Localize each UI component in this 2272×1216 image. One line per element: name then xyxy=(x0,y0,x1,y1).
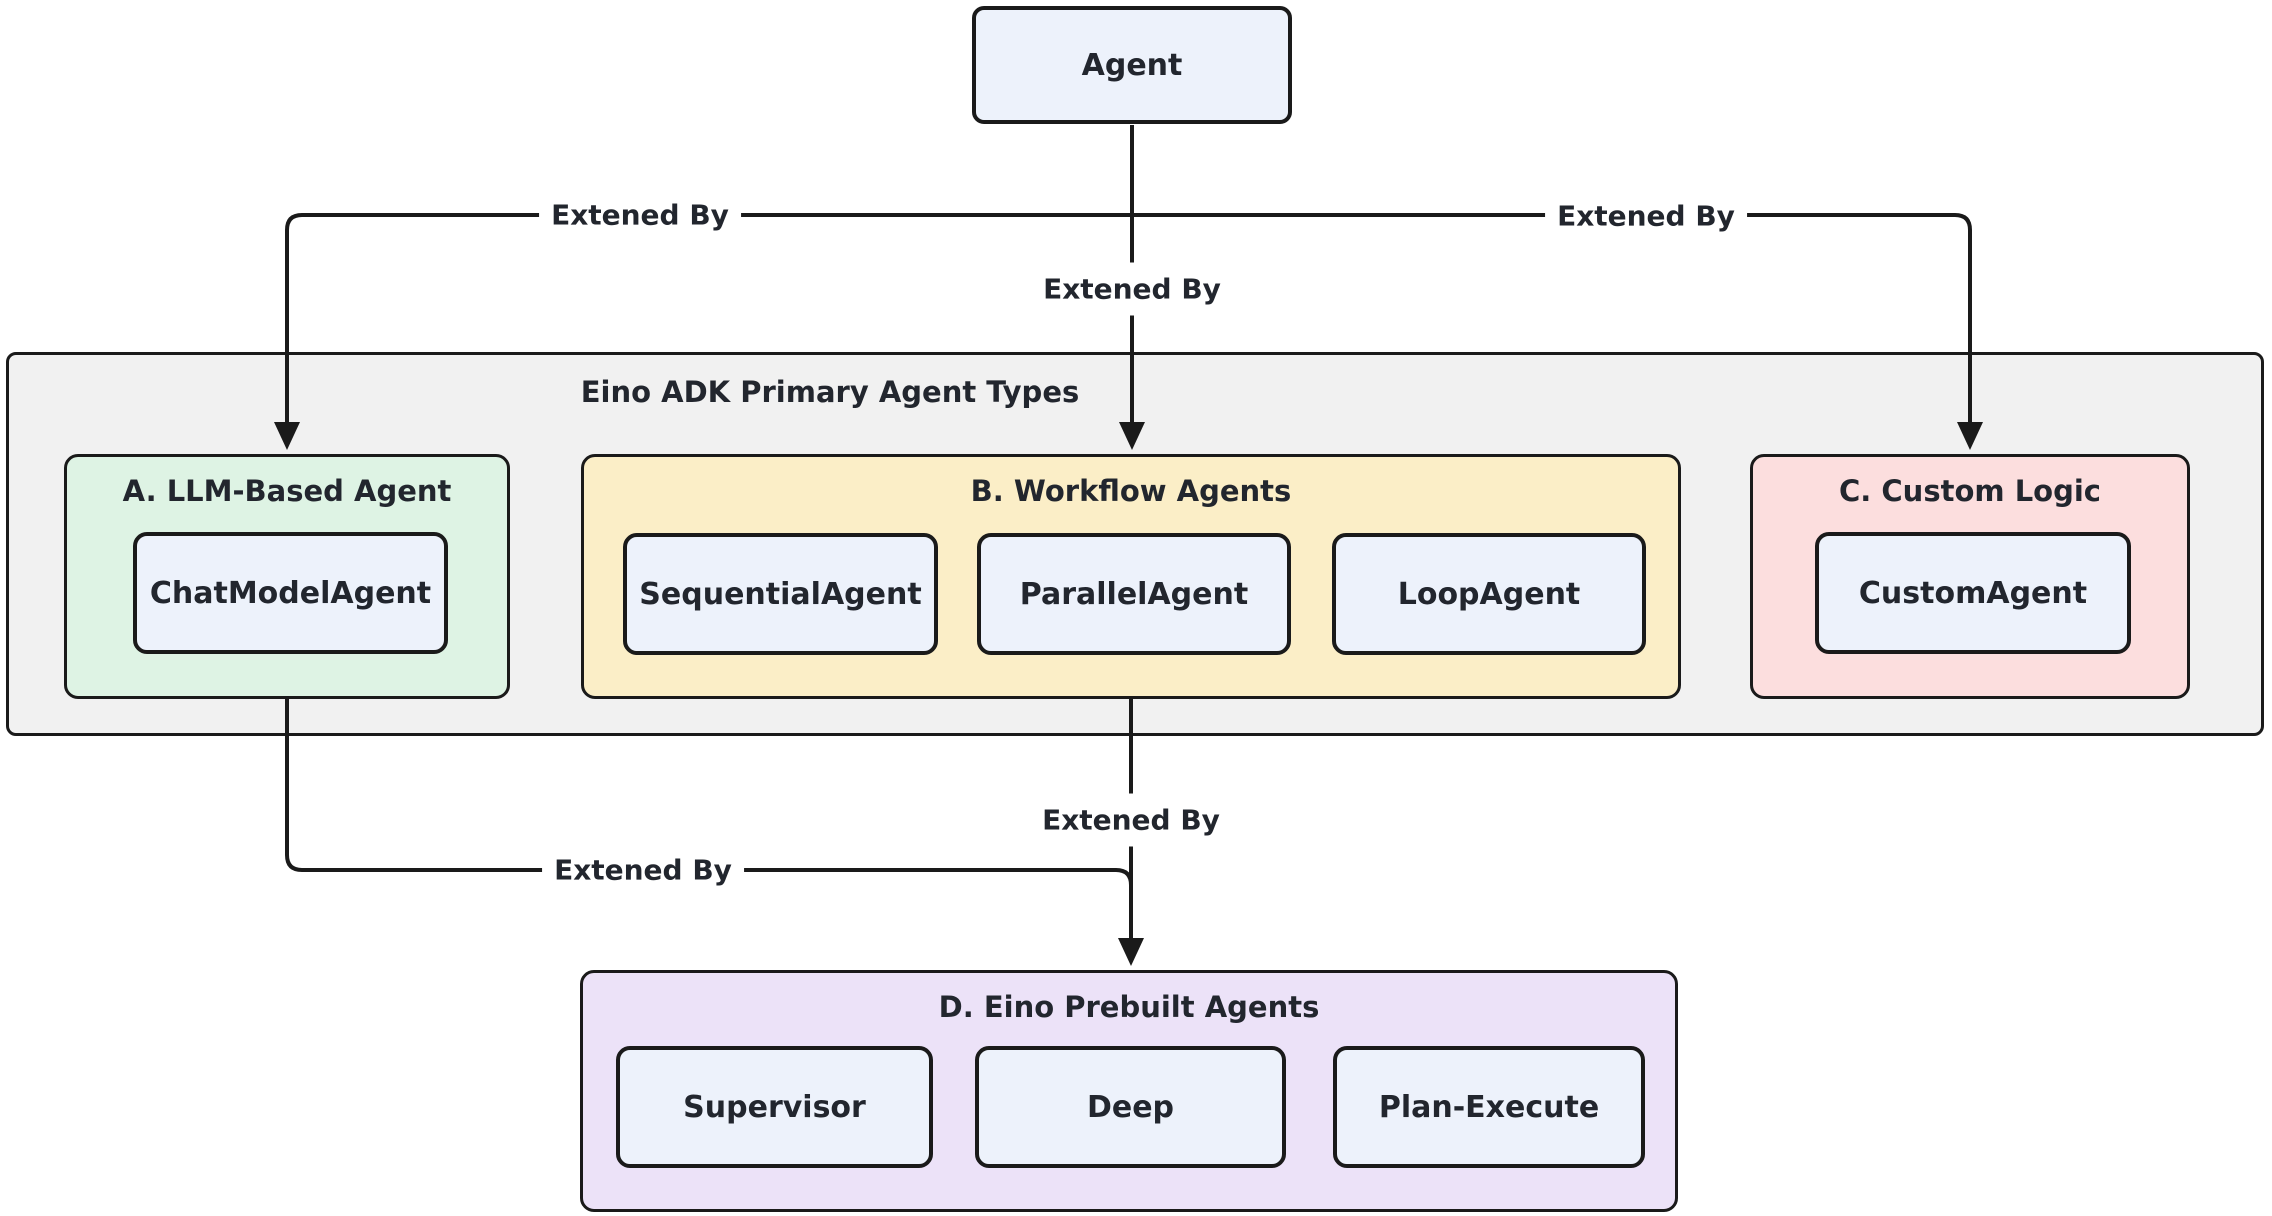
group-a-title: A. LLM-Based Agent xyxy=(122,474,452,508)
arrowhead-to-c-icon xyxy=(1957,422,1983,450)
container-title: Eino ADK Primary Agent Types xyxy=(580,375,1080,409)
group-b-title: B. Workflow Agents xyxy=(970,474,1292,508)
node-chatmodelagent: ChatModelAgent xyxy=(133,532,448,654)
group-custom-logic: C. Custom Logic CustomAgent xyxy=(1750,454,2190,699)
group-llm-based-agent: A. LLM-Based Agent ChatModelAgent xyxy=(64,454,510,699)
node-agent: Agent xyxy=(972,6,1292,124)
edge-label-b-to-d: Extened By xyxy=(1030,793,1232,847)
edge-label-a-to-d: Extened By xyxy=(542,843,744,897)
node-plan-execute: Plan-Execute xyxy=(1333,1046,1645,1168)
node-deep: Deep xyxy=(975,1046,1286,1168)
edge-label-agent-to-b: Extened By xyxy=(1031,262,1233,316)
group-d-title: D. Eino Prebuilt Agents xyxy=(938,990,1320,1024)
arrowhead-to-b-icon xyxy=(1119,422,1145,450)
arrowhead-to-d-icon xyxy=(1118,938,1144,966)
edge-label-agent-to-c: Extened By xyxy=(1545,189,1747,243)
node-supervisor: Supervisor xyxy=(616,1046,933,1168)
group-c-title: C. Custom Logic xyxy=(1839,474,2101,508)
edge-branch-line xyxy=(285,213,1972,432)
node-loopagent: LoopAgent xyxy=(1332,533,1646,655)
node-sequentialagent: SequentialAgent xyxy=(623,533,938,655)
arrowhead-to-a-icon xyxy=(274,422,300,450)
node-customagent: CustomAgent xyxy=(1815,532,2131,654)
group-eino-prebuilt-agents: D. Eino Prebuilt Agents Supervisor Deep … xyxy=(580,970,1678,1212)
edge-label-agent-to-a: Extened By xyxy=(539,188,741,242)
node-parallelagent: ParallelAgent xyxy=(977,533,1291,655)
group-workflow-agents: B. Workflow Agents SequentialAgent Paral… xyxy=(581,454,1681,699)
edge-a-to-d-line xyxy=(285,699,1133,944)
